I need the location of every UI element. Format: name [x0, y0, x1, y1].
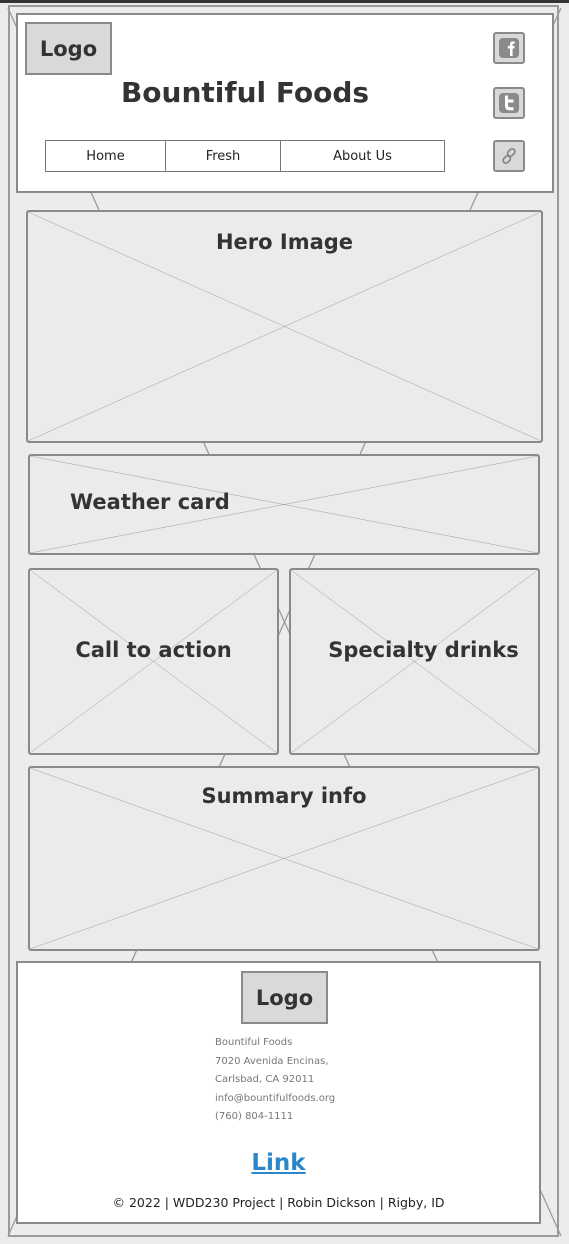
specialty-drinks-placeholder[interactable]: Specialty drinks — [289, 568, 540, 755]
header-logo[interactable]: Logo — [25, 22, 112, 75]
call-to-action-placeholder[interactable]: Call to action — [28, 568, 279, 755]
contact-city: Carlsbad, CA 92011 — [215, 1074, 315, 1085]
weather-card-label: Weather card — [70, 490, 230, 514]
contact-street: 7020 Avenida Encinas, — [215, 1055, 329, 1067]
main-nav: Home Fresh About Us — [45, 140, 445, 172]
twitter-icon — [499, 93, 519, 113]
nav-home[interactable]: Home — [46, 141, 166, 171]
twitter-button[interactable] — [493, 87, 525, 119]
footer-link[interactable]: Link — [251, 1150, 306, 1176]
site-title: Bountiful Foods — [120, 76, 370, 109]
contact-info: Bountiful Foods 7020 Avenida Encinas, Ca… — [215, 1034, 415, 1127]
facebook-icon — [499, 38, 519, 58]
hero-image-label: Hero Image — [215, 230, 354, 254]
link-icon — [502, 147, 516, 165]
contact-email[interactable]: info@bountifulfoods.org — [215, 1092, 336, 1104]
placeholder-cross — [30, 570, 277, 753]
placeholder-cross — [291, 570, 538, 753]
call-to-action-label: Call to action — [75, 638, 232, 662]
summary-info-placeholder: Summary info — [28, 766, 540, 951]
link-button[interactable] — [493, 140, 525, 172]
summary-info-label: Summary info — [201, 784, 367, 808]
footer-logo[interactable]: Logo — [241, 971, 328, 1024]
placeholder-cross — [30, 456, 538, 553]
top-bar — [0, 0, 569, 3]
placeholder-cross — [28, 212, 541, 441]
nav-fresh[interactable]: Fresh — [166, 141, 281, 171]
weather-card-placeholder: Weather card — [28, 454, 540, 555]
nav-about-us[interactable]: About Us — [333, 148, 392, 164]
contact-phone[interactable]: (760) 804-1111 — [215, 1111, 294, 1122]
placeholder-cross — [30, 768, 538, 949]
copyright-text: © 2022 | WDD230 Project | Robin Dickson … — [112, 1195, 445, 1210]
facebook-button[interactable] — [493, 32, 525, 64]
hero-image-placeholder: Hero Image — [26, 210, 543, 443]
contact-name: Bountiful Foods — [215, 1037, 293, 1048]
specialty-drinks-label: Specialty drinks — [328, 638, 519, 662]
